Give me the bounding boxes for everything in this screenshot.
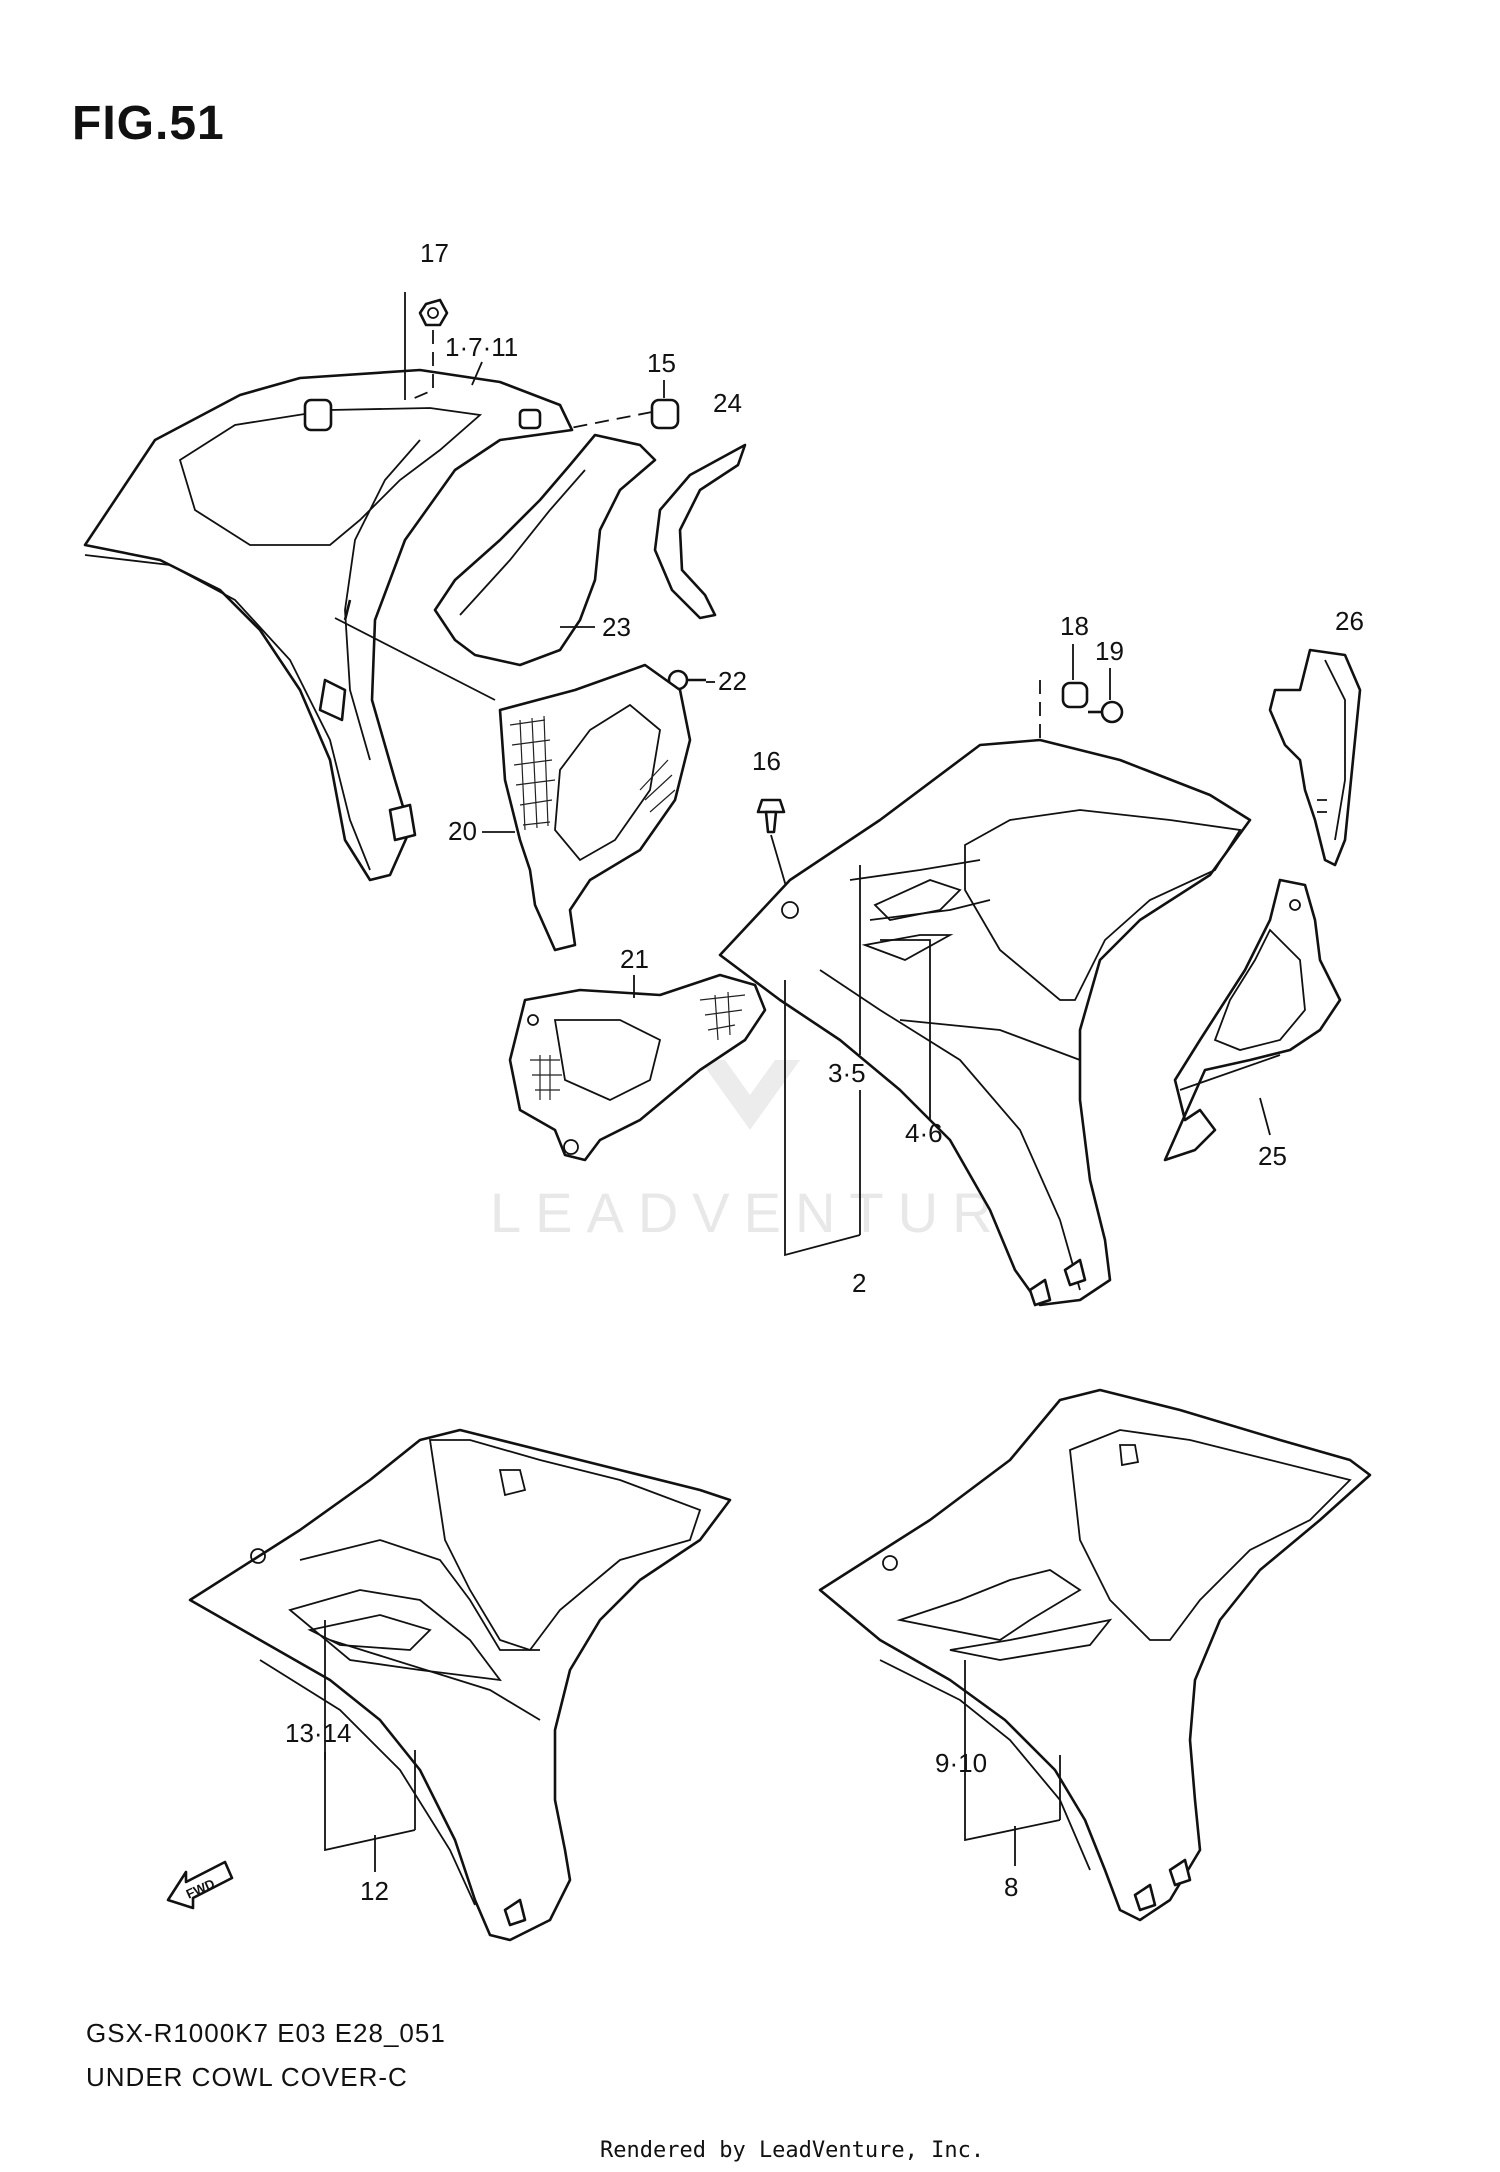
- callout-23: 23: [602, 612, 631, 642]
- callout-26: 26: [1335, 606, 1364, 636]
- callout-4-6: 4·6: [905, 1118, 943, 1148]
- callout-13-14: 13·14: [285, 1718, 352, 1748]
- part-23-inner-cover: [433, 433, 657, 667]
- section-name: UNDER COWL COVER-C: [86, 2062, 408, 2092]
- part-25-side-cover: [1163, 878, 1342, 1162]
- watermark-text: LEADVENTURE: [490, 1181, 1058, 1244]
- part-26-bracket: [1268, 648, 1362, 867]
- callout-22: 22: [718, 666, 747, 696]
- figure-title: FIG.51: [72, 97, 225, 150]
- part-12-lower-cowl: [188, 1428, 732, 1942]
- callout-25: 25: [1258, 1141, 1287, 1171]
- callout-19: 19: [1095, 636, 1124, 666]
- part-2-under-cowl: [718, 738, 1252, 1307]
- part-19-screw: [1088, 700, 1124, 724]
- part-15-grommet: [569, 398, 680, 430]
- callout-12: 12: [360, 1876, 389, 1906]
- part-21-lower-mesh: [508, 973, 767, 1162]
- callout-2: 2: [852, 1268, 866, 1298]
- callout-3-5: 3·5: [828, 1058, 866, 1088]
- model-code: GSX-R1000K7 E03 E28_051: [86, 2018, 446, 2048]
- callout-16: 16: [752, 746, 781, 776]
- callout-9-10: 9·10: [935, 1748, 987, 1778]
- callout-15: 15: [647, 348, 676, 378]
- callout-8: 8: [1004, 1872, 1018, 1902]
- part-17-nut: [404, 292, 449, 401]
- watermark: LEADVENTURE: [490, 1060, 1058, 1244]
- rendered-by-credit: Rendered by LeadVenture, Inc.: [600, 2138, 985, 2163]
- part-20-mesh-guard: [498, 663, 692, 952]
- callout-21: 21: [620, 944, 649, 974]
- part-16-clip: [756, 798, 791, 901]
- part-8-lower-cowl: [818, 1388, 1372, 1922]
- part-24-bracket: [653, 443, 747, 620]
- fwd-direction-arrow: FWD: [166, 1860, 234, 1910]
- inner-fairing-panel: [83, 368, 574, 882]
- callout-24: 24: [713, 388, 742, 418]
- callout-18: 18: [1060, 611, 1089, 641]
- callout-20: 20: [448, 816, 477, 846]
- callout-1-7-11: 1·7·11: [445, 332, 518, 362]
- callout-17: 17: [420, 238, 449, 268]
